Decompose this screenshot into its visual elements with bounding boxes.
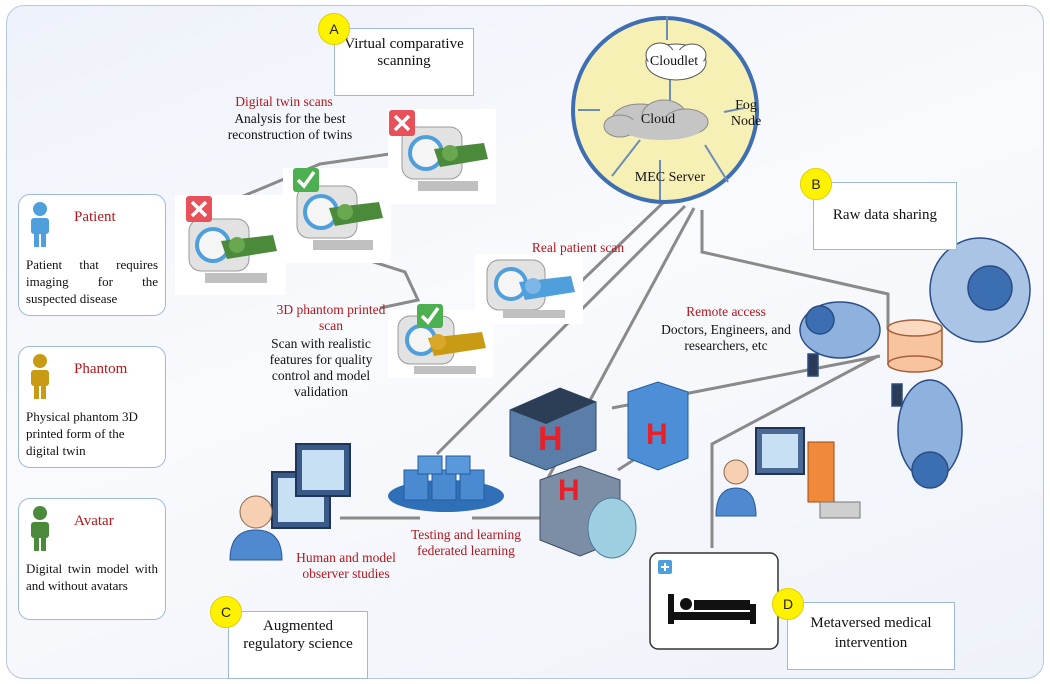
cloudlet-shape <box>645 42 707 81</box>
svg-text:H: H <box>558 474 580 507</box>
cloud-label: Cloud <box>640 112 676 127</box>
badge-b: B <box>800 168 832 200</box>
cloudlet-label: Cloudlet <box>649 54 699 69</box>
scanner-twin-1 <box>388 109 496 204</box>
box-virtual-scanning: Virtual comparative scanning <box>334 28 474 96</box>
server-hub <box>388 455 504 512</box>
card-title: Avatar <box>74 513 114 529</box>
digital-twin-scans-desc: Analysis for the best reconstruction of … <box>227 111 353 142</box>
scanner-real-patient <box>475 254 583 324</box>
cross-icon <box>389 110 415 136</box>
observer-person <box>229 495 283 561</box>
doctor-person <box>715 459 757 517</box>
mec-server-label: MEC Server <box>634 170 706 185</box>
card-phantom: Phantom Physical phantom 3D printed form… <box>18 346 166 468</box>
card-title: Phantom <box>74 361 128 377</box>
cross-icon <box>186 196 212 222</box>
box-regulatory: Augmented regulatory science <box>228 611 368 679</box>
check-icon <box>293 168 319 192</box>
phantom-scan-title: 3D phantom printed scan <box>276 302 386 333</box>
real-patient-scan-label: Real patient scan <box>531 240 625 255</box>
box-metaverse: Metaversed medical intervention <box>787 602 955 670</box>
line-bed-to-database <box>710 354 879 548</box>
badge-c: C <box>210 596 242 628</box>
badge-a: A <box>318 13 350 45</box>
hospital-building-2: H <box>627 381 689 471</box>
card-avatar: Avatar Digital twin model with and witho… <box>18 498 166 620</box>
observer-studies-label: Human and model observer studies <box>296 550 396 581</box>
computer-monitors <box>271 443 351 529</box>
check-icon <box>417 304 443 328</box>
person-icon <box>31 354 49 399</box>
line-real-to-cloud <box>564 196 670 298</box>
card-description: Patient that requires imaging for the su… <box>26 257 158 306</box>
remote-access-desc: Doctors, Engineers, and researchers, etc <box>661 322 791 353</box>
workstation <box>755 427 861 519</box>
person-icon <box>31 202 49 247</box>
remote-people <box>799 237 1031 489</box>
testing-learning-label: Testing and learning federated learning <box>410 527 522 558</box>
box-label: Metaversed medical intervention <box>810 615 932 651</box>
card-description: Digital twin model with and without avat… <box>26 561 158 593</box>
box-raw-data: Raw data sharing <box>813 182 957 250</box>
box-label: Virtual comparative scanning <box>344 36 464 69</box>
hospital-building-1: H <box>509 387 597 471</box>
svg-text:H: H <box>538 420 563 458</box>
phantom-scan-desc: Scan with realistic features for quality… <box>269 336 373 399</box>
box-label: Augmented regulatory science <box>243 618 353 652</box>
database-cylinder <box>887 319 943 373</box>
svg-text:H: H <box>646 418 668 451</box>
hospital-building-3: H <box>539 465 637 559</box>
card-description: Physical phantom 3D printed form of the … <box>26 409 138 458</box>
cloud-shape <box>603 99 709 140</box>
fog-node-label: Fog Node <box>730 98 762 129</box>
line-cloud-to-hub <box>435 204 687 456</box>
bed-icon <box>658 560 756 624</box>
card-title: Patient <box>74 209 116 225</box>
box-label: Raw data sharing <box>832 207 938 223</box>
remote-access-title: Remote access <box>686 304 766 319</box>
card-patient: Patient Patient that requires imaging fo… <box>18 194 166 316</box>
person-icon <box>31 506 49 551</box>
badge-d: D <box>772 588 804 620</box>
line-cloud-to-database <box>700 210 890 330</box>
digital-twin-scans-title: Digital twin scans <box>235 94 333 109</box>
